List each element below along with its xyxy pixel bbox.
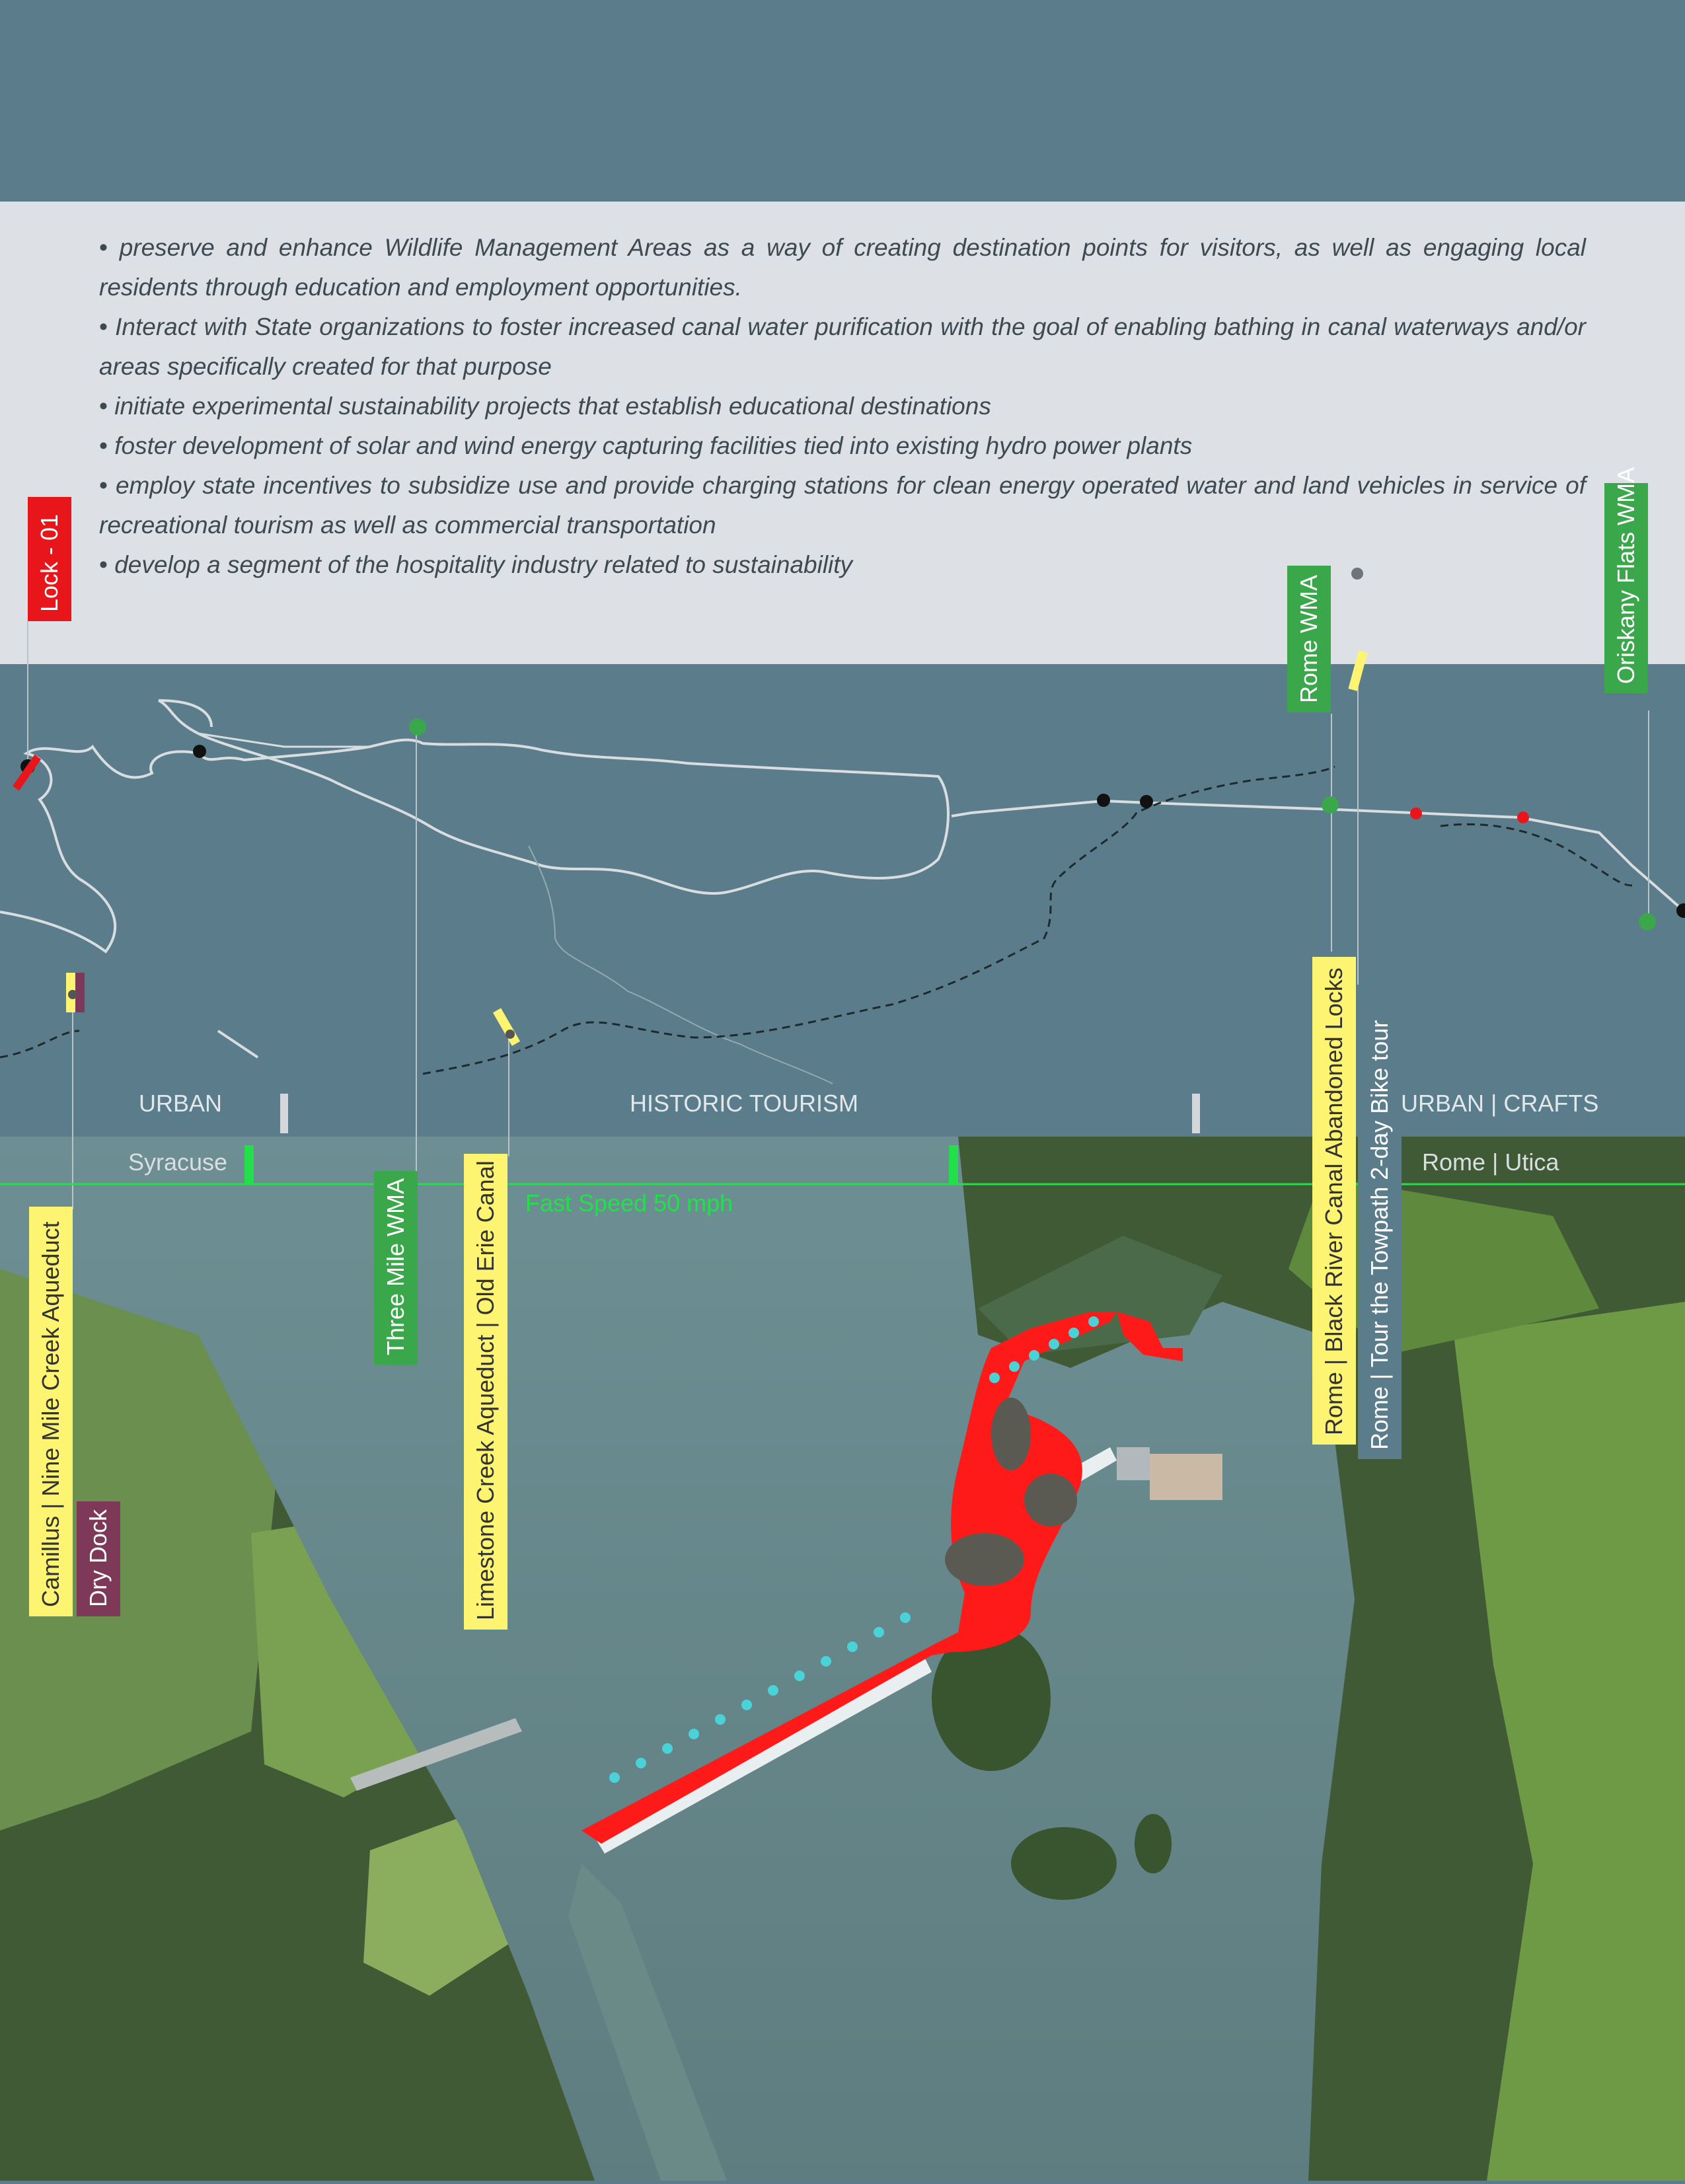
city-label-rome-utica: Rome | Utica [1422, 1148, 1559, 1176]
red-bar [13, 754, 42, 791]
wind-turbines [609, 1316, 1099, 1783]
canal-route [0, 699, 950, 954]
dam-highlight [581, 1312, 1117, 1844]
goal-item: preserve and enhance Wildlife Management… [99, 228, 1586, 307]
rail-line [0, 765, 1633, 1075]
label-dry-dock: Dry Dock [77, 1501, 120, 1616]
grey-marker [1351, 568, 1363, 580]
label-three-mile-wma: Three Mile WMA [374, 1171, 418, 1365]
goal-item: develop a segment of the hospitality ind… [99, 545, 1586, 585]
grey-marker [506, 1030, 515, 1039]
black-marker [1676, 903, 1685, 918]
island-cutout [945, 1533, 1024, 1586]
purple-bar [75, 973, 85, 1012]
canal-mainline [951, 799, 1685, 913]
label-towpath-bike-tour: Rome | Tour the Towpath 2-day Bike tour [1358, 987, 1402, 1459]
island-cutout [991, 1398, 1031, 1470]
island-cutout [1024, 1474, 1077, 1526]
goal-item: initiate experimental sustainability pro… [99, 387, 1586, 426]
black-marker [193, 745, 206, 758]
green-marker [1639, 913, 1656, 930]
label-rome-wma: Rome WMA [1287, 566, 1331, 712]
black-marker [1140, 795, 1153, 808]
canal-spur [217, 1030, 259, 1059]
canal-route [158, 699, 213, 728]
black-marker [1097, 794, 1110, 807]
city-label-syracuse: Syracuse [128, 1148, 228, 1176]
label-camillus-aqueduct: Camillus | Nine Mile Creek Aqueduct [29, 1207, 73, 1616]
label-black-river-canal: Rome | Black River Canal Abandoned Locks [1312, 957, 1356, 1445]
label-lock-01: Lock - 01 [28, 497, 71, 621]
dam-highlight [1117, 1312, 1183, 1361]
zone-divider [280, 1094, 288, 1133]
zone-label-historic: HISTORIC TOURISM [630, 1090, 859, 1117]
grey-marker [68, 990, 77, 999]
green-marker [1322, 796, 1339, 813]
goal-item: employ state incentives to subsidize use… [99, 466, 1586, 545]
speed-tick [949, 1145, 958, 1185]
red-marker [1410, 808, 1422, 819]
speed-tick [244, 1145, 254, 1185]
yellow-bar [1348, 650, 1368, 691]
goal-item: Interact with State organizations to fos… [99, 307, 1586, 387]
goals-list: preserve and enhance Wildlife Management… [99, 228, 1586, 585]
label-oriskany-flats-wma: Oriskany Flats WMA [1604, 467, 1648, 693]
zone-label-urban: URBAN [139, 1090, 223, 1117]
label-limestone-creek-aqueduct: Limestone Creek Aqueduct | Old Erie Cana… [464, 1154, 507, 1630]
goal-item: foster development of solar and wind ene… [99, 426, 1586, 466]
zone-label-urban-crafts: URBAN | CRAFTS [1401, 1090, 1599, 1117]
zone-divider [1192, 1094, 1200, 1133]
river-trace [528, 845, 833, 1084]
canal-route [198, 732, 370, 748]
red-marker [1517, 811, 1529, 823]
yellow-bar [492, 1008, 521, 1046]
green-marker [409, 718, 426, 735]
speed-label: Fast Speed 50 mph [525, 1189, 733, 1217]
